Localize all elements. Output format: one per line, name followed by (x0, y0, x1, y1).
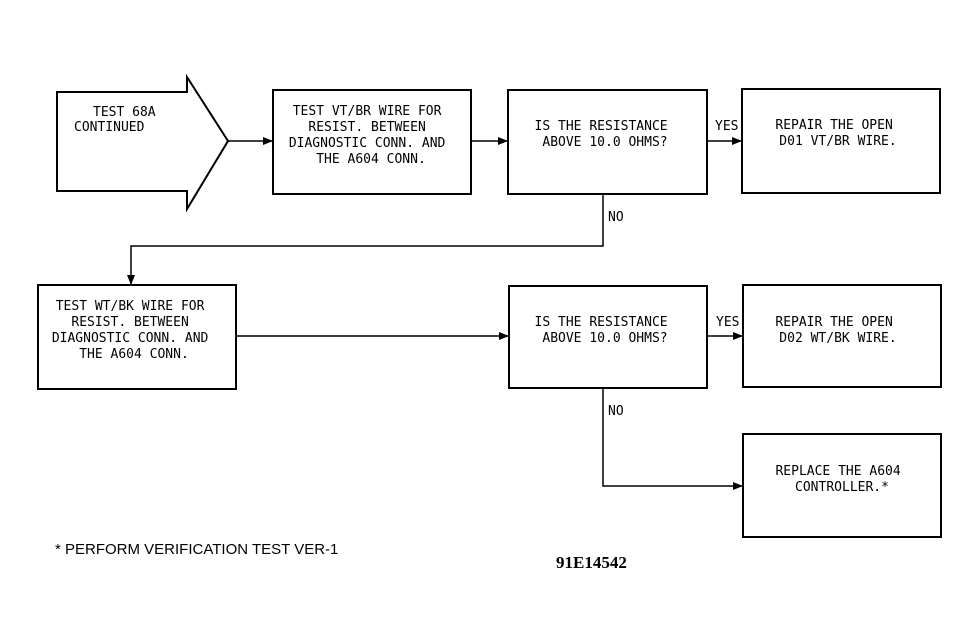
question-1-text: IS THE RESISTANCE ABOVE 10.0 OHMS? (535, 119, 676, 150)
repair-d01-text: REPAIR THE OPEN D01 VT/BR WIRE. (775, 118, 900, 149)
repair-d02-box: REPAIR THE OPEN D02 WT/BK WIRE. (742, 284, 942, 388)
yes-label-2: YES (716, 315, 739, 330)
replace-a604-box: REPLACE THE A604 CONTROLLER.* (742, 433, 942, 538)
continued-arrow: TEST 68A CONTINUED (56, 73, 230, 213)
test-wt-bk-text: TEST WT/BK WIRE FOR RESIST. BETWEEN DIAG… (52, 299, 216, 362)
repair-d01-box: REPAIR THE OPEN D01 VT/BR WIRE. (741, 88, 941, 194)
test-vt-br-box: TEST VT/BR WIRE FOR RESIST. BETWEEN DIAG… (272, 89, 472, 195)
no-label-1: NO (608, 210, 624, 225)
footnote: * PERFORM VERIFICATION TEST VER-1 (55, 541, 338, 558)
question-1-box: IS THE RESISTANCE ABOVE 10.0 OHMS? (507, 89, 708, 195)
repair-d02-text: REPAIR THE OPEN D02 WT/BK WIRE. (775, 315, 900, 346)
replace-a604-text: REPLACE THE A604 CONTROLLER.* (775, 464, 908, 495)
test-wt-bk-box: TEST WT/BK WIRE FOR RESIST. BETWEEN DIAG… (37, 284, 237, 390)
question-2-text: IS THE RESISTANCE ABOVE 10.0 OHMS? (535, 315, 676, 346)
test-vt-br-text: TEST VT/BR WIRE FOR RESIST. BETWEEN DIAG… (289, 104, 453, 167)
yes-label-1: YES (715, 119, 738, 134)
figure-id: 91E14542 (556, 553, 627, 572)
question-2-box: IS THE RESISTANCE ABOVE 10.0 OHMS? (508, 285, 708, 389)
connector-question-1-no (127, 194, 604, 285)
arrow-label: TEST 68A CONTINUED (74, 105, 163, 135)
no-label-2: NO (608, 404, 624, 419)
connector-question-2-no (602, 388, 743, 490)
